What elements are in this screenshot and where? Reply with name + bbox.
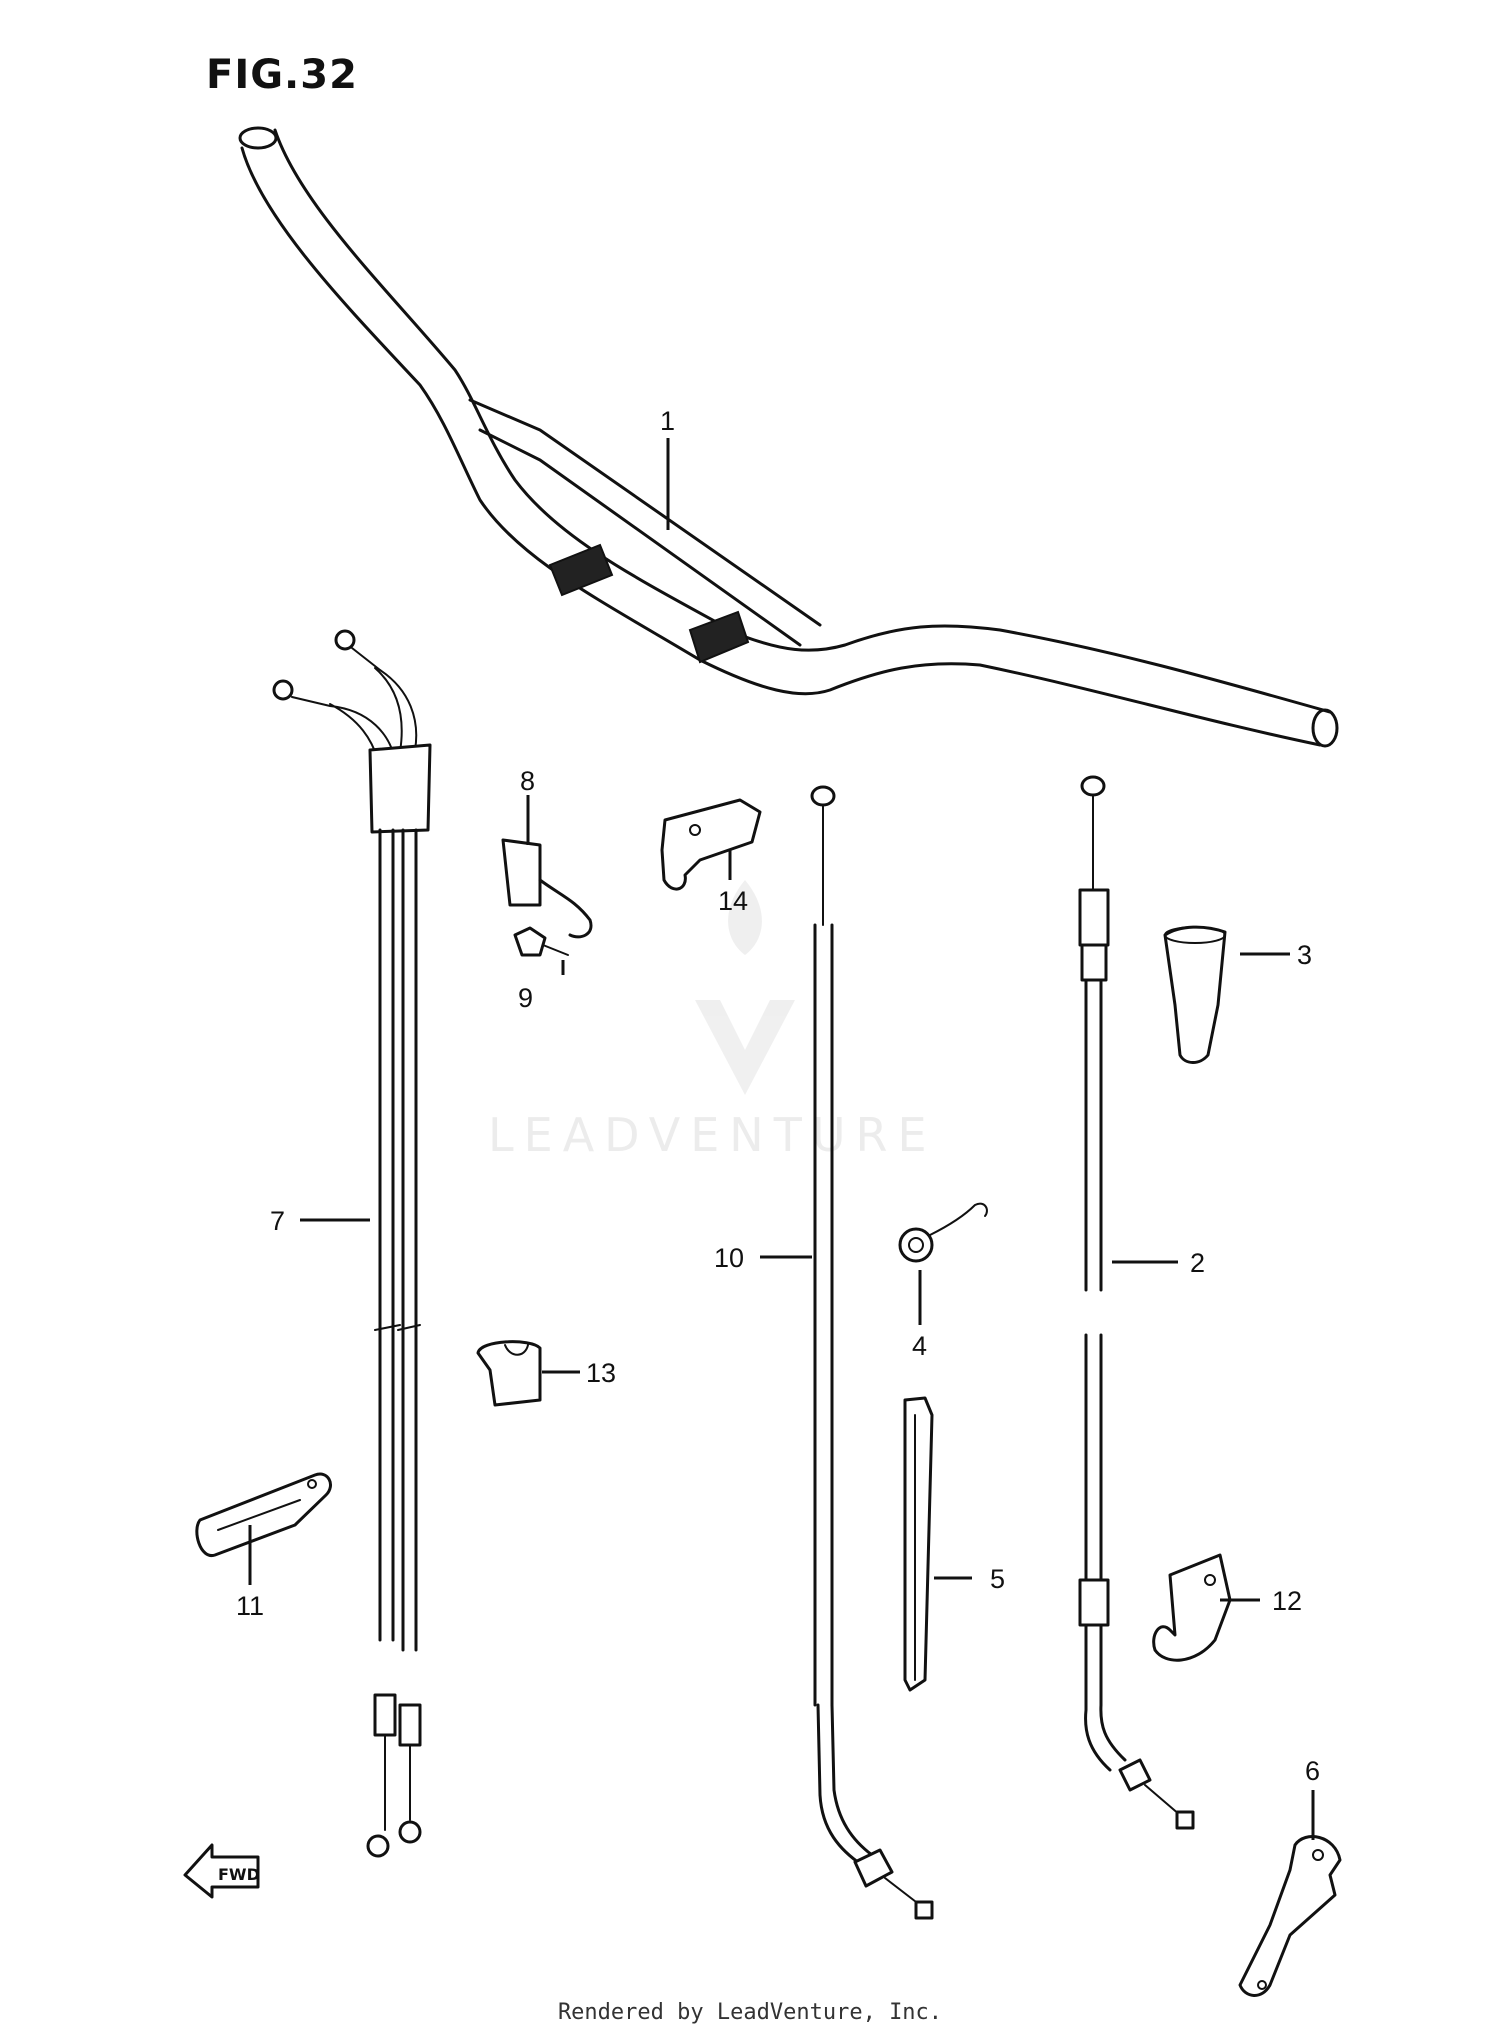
guide-12: [1152, 1553, 1232, 1662]
throttle-cable: [272, 629, 432, 1858]
callout-labels: 1 2 3 4 5 6 7 8 9 10 11 12 13 14: [236, 406, 1320, 1786]
band-5: [903, 1396, 934, 1692]
plate-11: [195, 1472, 332, 1557]
adjuster-4: [898, 1202, 988, 1263]
callout-6: 6: [1305, 1756, 1320, 1786]
callout-5: 5: [990, 1564, 1005, 1594]
forward-arrow-icon: FWD: [183, 1843, 260, 1899]
bolt-9: [513, 926, 569, 957]
choke-cable: [810, 785, 934, 1920]
bracket-8: [501, 838, 593, 939]
callout-2: 2: [1190, 1248, 1205, 1278]
figure-title: FIG.32: [206, 52, 358, 98]
watermark-text: LEADVENTURE: [488, 1108, 937, 1162]
callout-13: 13: [586, 1358, 616, 1388]
callout-10: 10: [714, 1243, 744, 1273]
cable-boot-3: [1163, 925, 1227, 1064]
clutch-cable: [1078, 775, 1195, 1830]
clip-13: [476, 1340, 542, 1407]
watermark-logo: [695, 880, 795, 1095]
callout-12: 12: [1272, 1586, 1302, 1616]
handlebar: [238, 126, 1339, 748]
lever-plate-6: [1238, 1835, 1342, 1997]
callout-14: 14: [718, 886, 748, 916]
callout-8: 8: [520, 766, 535, 796]
callout-3: 3: [1297, 940, 1312, 970]
callout-11: 11: [236, 1591, 264, 1621]
callout-1: 1: [660, 406, 675, 436]
forward-label: FWD: [218, 1865, 260, 1884]
callout-7: 7: [270, 1206, 285, 1236]
render-credit: Rendered by LeadVenture, Inc.: [557, 2000, 943, 2025]
callout-9: 9: [518, 983, 533, 1013]
callout-lines: [248, 438, 1315, 1840]
clamp-14: [660, 798, 762, 891]
callout-4: 4: [912, 1331, 927, 1361]
